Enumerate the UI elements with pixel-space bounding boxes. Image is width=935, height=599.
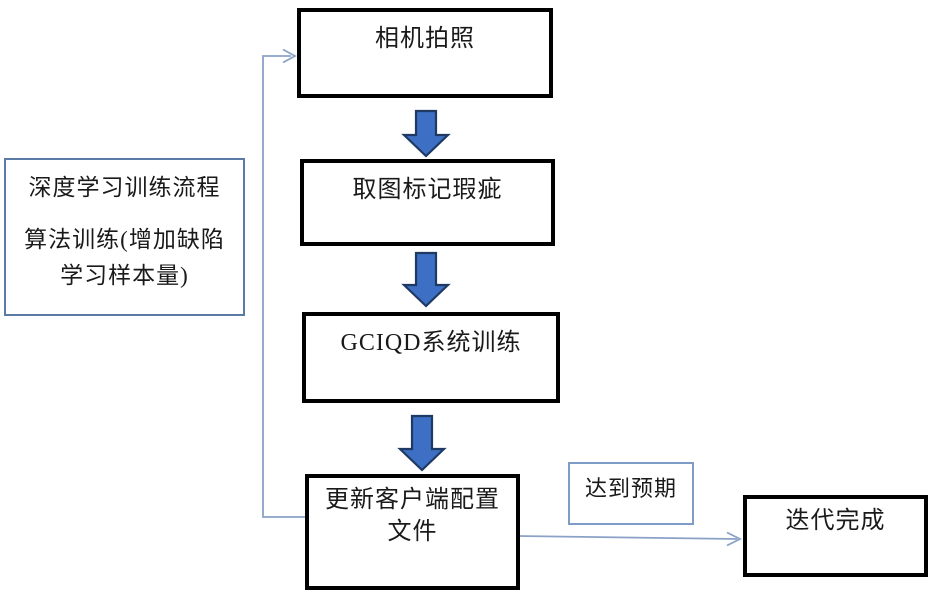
node-camera-photo: 相机拍照	[297, 8, 553, 98]
side-note-line-2: 算法训练(增加缺陷	[24, 227, 225, 252]
node-expectation-reached-label: 达到预期	[584, 476, 677, 501]
node-mark-defects: 取图标记瑕疵	[300, 159, 555, 246]
node-camera-photo-label: 相机拍照	[375, 26, 475, 52]
node-iteration-complete-label: 迭代完成	[785, 508, 886, 534]
done-connector-line	[517, 535, 738, 540]
down-arrow-icon-1	[401, 109, 451, 158]
side-note-line-1: 深度学习训练流程	[28, 175, 221, 200]
done-arrowhead-icon	[726, 531, 743, 547]
node-update-config: 更新客户端配置 文件	[305, 474, 520, 590]
node-mark-defects-label: 取图标记瑕疵	[352, 177, 503, 203]
node-expectation-reached: 达到预期	[568, 462, 694, 525]
feedback-arrowhead-icon	[282, 48, 297, 64]
down-arrow-icon-3	[397, 414, 447, 472]
node-side-note: 深度学习训练流程 算法训练(增加缺陷 学习样本量)	[4, 158, 245, 316]
node-update-config-label: 更新客户端配置 文件	[325, 487, 500, 546]
side-note-line-3: 学习样本量)	[60, 263, 189, 288]
node-system-training: GCIQD系统训练	[302, 312, 560, 403]
node-iteration-complete: 迭代完成	[743, 495, 928, 577]
feedback-connector-line	[262, 55, 305, 518]
down-arrow-icon-2	[401, 251, 451, 308]
node-system-training-label: GCIQD系统训练	[340, 330, 522, 356]
